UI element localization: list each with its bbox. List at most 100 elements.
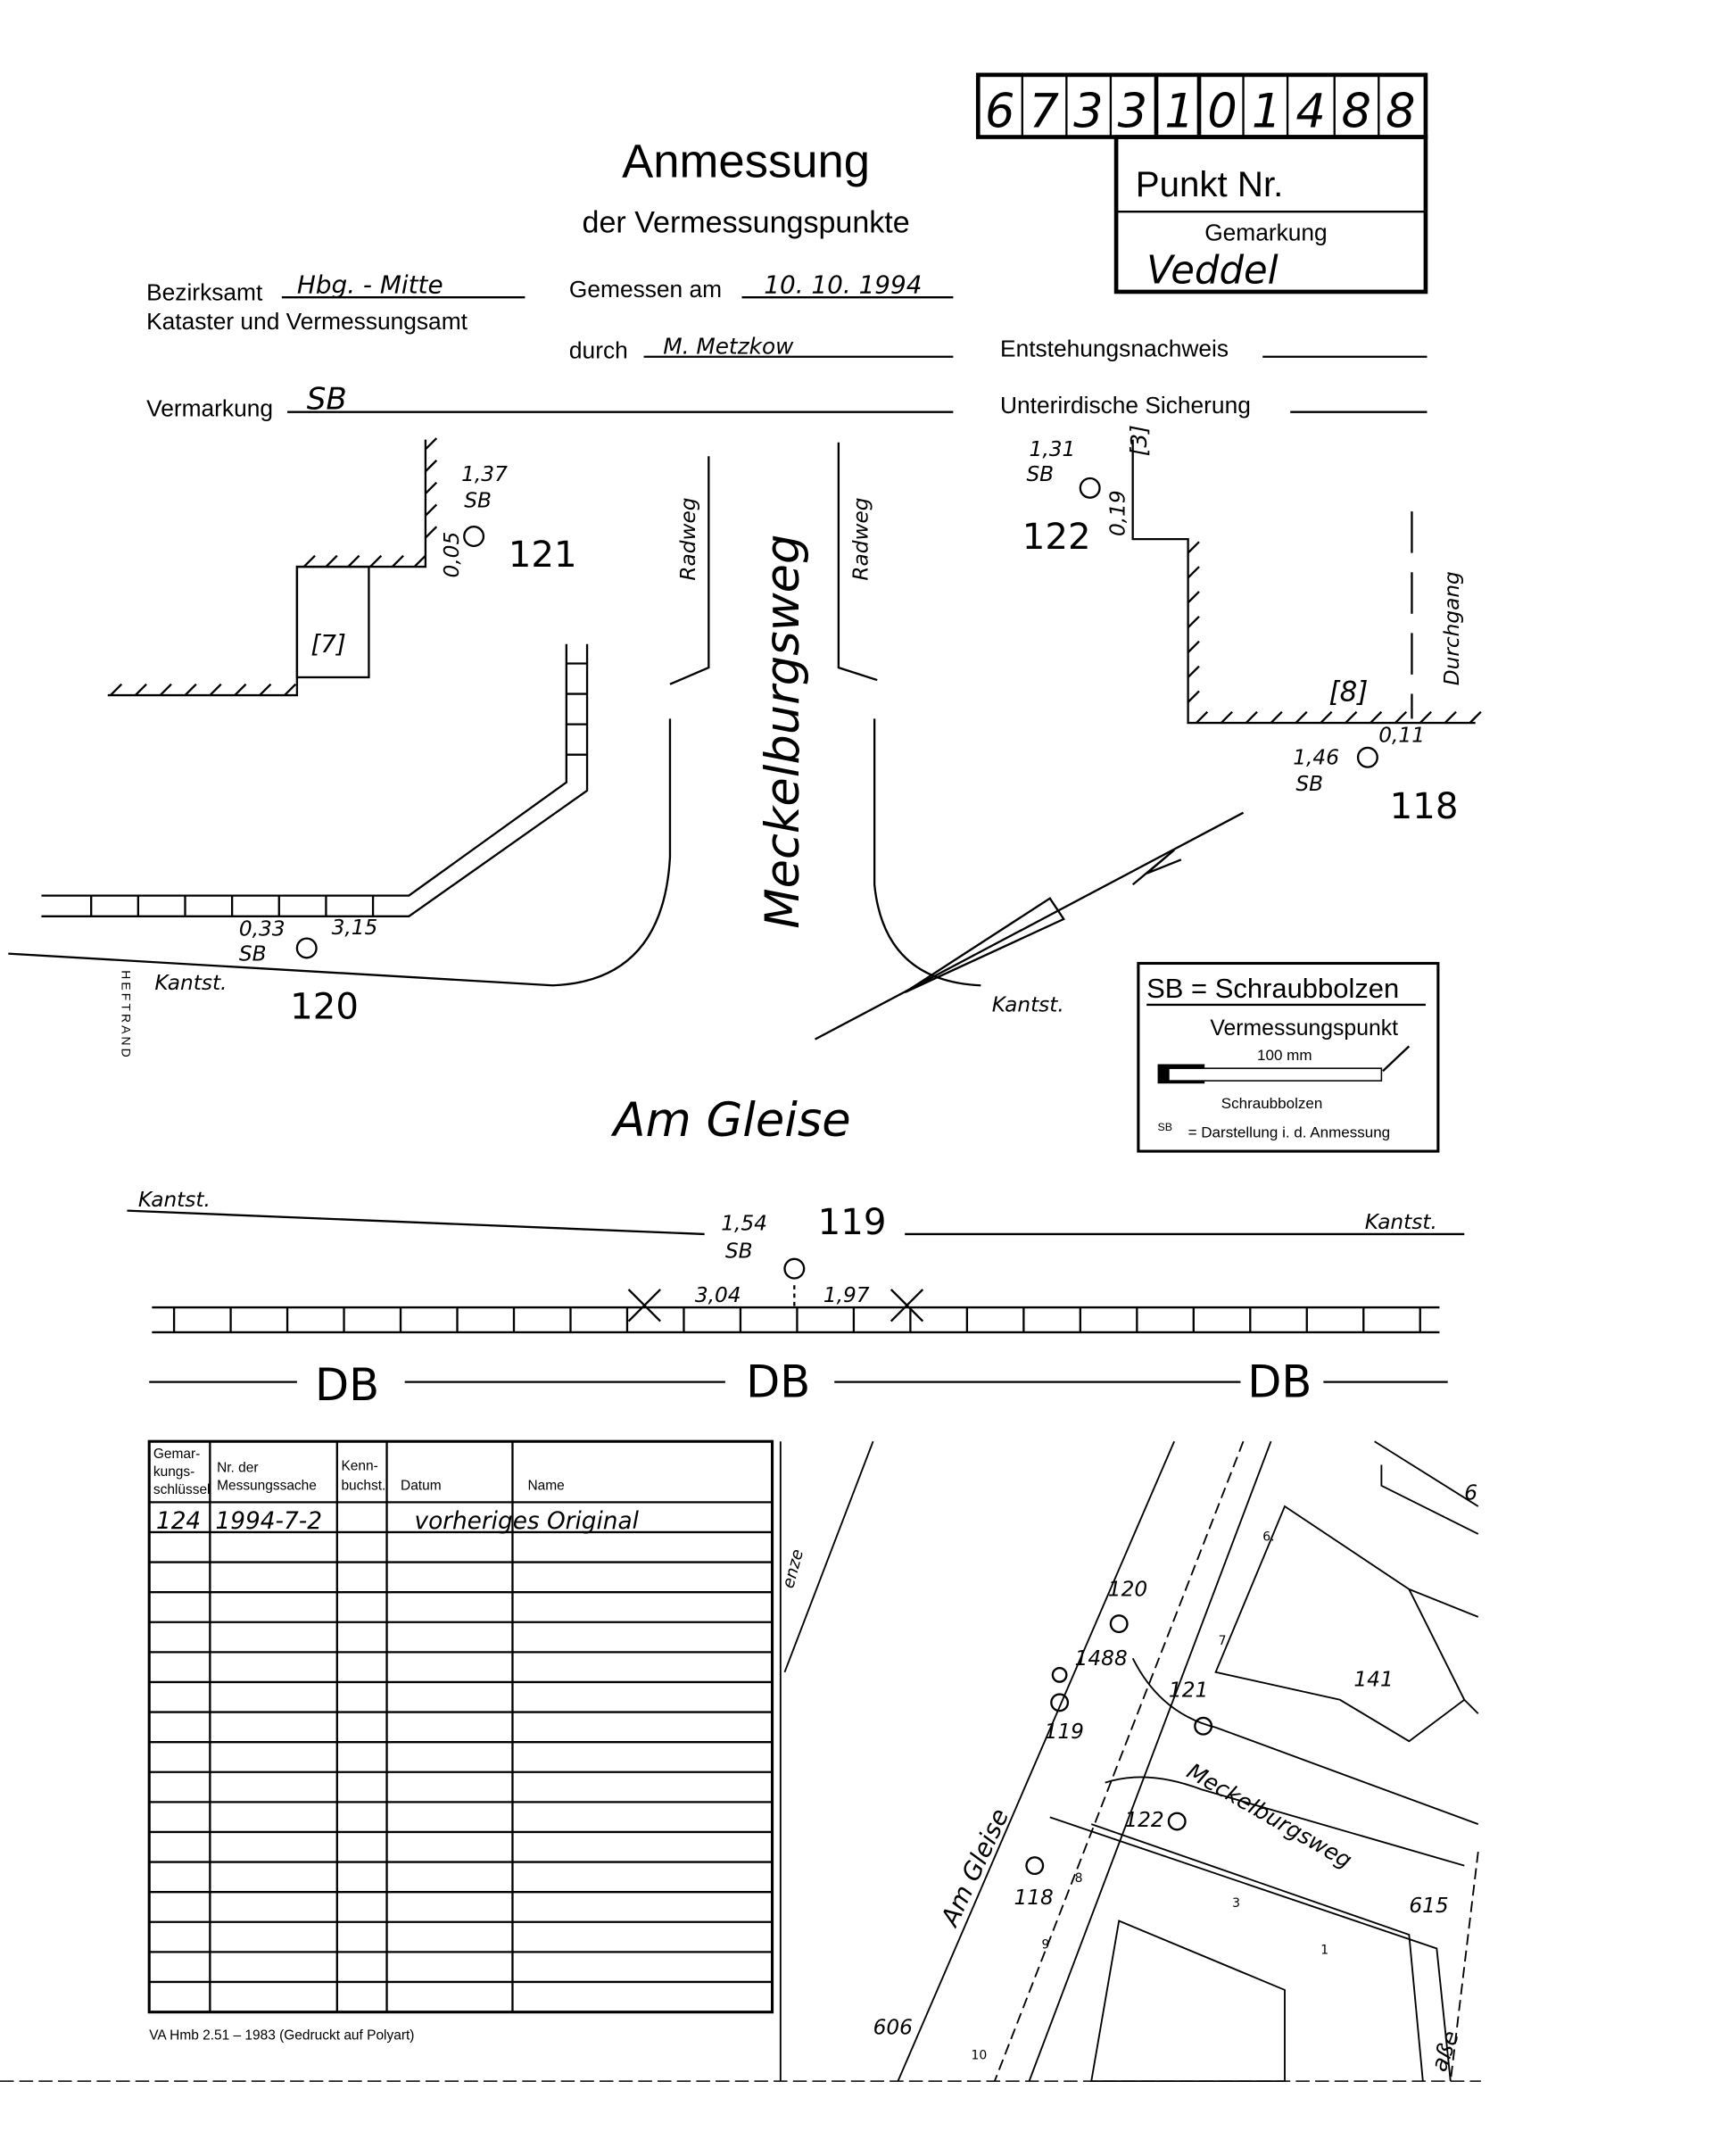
offset-121: 0,05 xyxy=(440,532,464,578)
db-label: DB xyxy=(746,1356,810,1408)
point-120: 120 xyxy=(290,986,359,1027)
street-meckelburgsweg: Meckelburgsweg xyxy=(756,535,810,929)
tick xyxy=(1419,710,1432,724)
db-label: DB xyxy=(1247,1356,1312,1408)
sb-119: SB xyxy=(725,1239,753,1263)
measure-119: 1,54 xyxy=(721,1211,767,1235)
map-141: 141 xyxy=(1353,1667,1393,1691)
tick xyxy=(1187,591,1200,604)
measure-122: 1,31 xyxy=(1030,437,1076,461)
kantst-lower-right: Kantst. xyxy=(1365,1210,1437,1234)
punkt-label: Punkt Nr. xyxy=(1136,164,1284,204)
map-house-number: 8 xyxy=(1075,1871,1083,1886)
header-nr-1: Nr. der xyxy=(217,1460,258,1475)
distance-119-b: 1,97 xyxy=(823,1283,870,1307)
measure-121: 1,37 xyxy=(461,462,508,486)
measure-120: 0,33 xyxy=(239,917,286,941)
tick xyxy=(425,526,438,539)
map-street-am-gleise: Am Gleise xyxy=(934,1804,1014,1932)
tick xyxy=(1345,710,1358,724)
legend-title: SB = Schraubbolzen xyxy=(1146,973,1399,1004)
tick xyxy=(1187,690,1200,703)
tick xyxy=(1270,710,1283,724)
map-house-number: 7 xyxy=(1219,1634,1227,1648)
tick xyxy=(1187,665,1200,678)
map-121: 121 xyxy=(1169,1679,1208,1703)
map-119: 119 xyxy=(1045,1720,1084,1744)
vermarkung-value: SB xyxy=(307,382,347,418)
cell-nr: 1994-7-2 xyxy=(216,1508,322,1535)
sketch-lines xyxy=(8,439,1476,1383)
digit: 3 xyxy=(1073,85,1103,139)
durch-signature: M. Metzkow xyxy=(663,334,794,360)
offset-118: 0,11 xyxy=(1378,724,1425,748)
tick xyxy=(234,683,247,696)
digit: 3 xyxy=(1118,85,1147,139)
legend-vermessungspunkt: Vermessungspunkt xyxy=(1210,1016,1398,1041)
page-subtitle: der Vermessungspunkte xyxy=(583,205,910,239)
building-8: [8] xyxy=(1329,676,1369,708)
vermarkung-label: Vermarkung xyxy=(146,394,273,421)
map-house-number: 6. xyxy=(1262,1530,1274,1545)
tick xyxy=(1444,710,1457,724)
digit: 0 xyxy=(1207,85,1237,139)
legend-sb: SB xyxy=(1158,1121,1173,1133)
gemarkung-value: Veddel xyxy=(1146,249,1279,294)
tick xyxy=(259,683,272,696)
kataster-label: Kataster und Vermessungsamt xyxy=(146,308,468,335)
tick xyxy=(1320,710,1333,724)
tick xyxy=(1245,710,1258,724)
page-title: Anmessung xyxy=(622,135,870,187)
map-118: 118 xyxy=(1014,1886,1054,1910)
point-118: 118 xyxy=(1390,786,1459,827)
records-table: Gemar- kungs- schlüssel Nr. der Messungs… xyxy=(147,1439,774,2014)
tick xyxy=(325,554,338,568)
header-gemarkung-3: schlüssel xyxy=(153,1482,211,1497)
tick xyxy=(284,683,297,696)
tick xyxy=(302,554,316,568)
db-label: DB xyxy=(315,1359,379,1411)
map-122: 122 xyxy=(1124,1808,1163,1832)
sicherung-label: Unterirdische Sicherung xyxy=(1000,392,1251,419)
tick xyxy=(425,460,438,473)
sb-122: SB xyxy=(1026,462,1054,486)
map-house-number: 9 xyxy=(1041,1937,1049,1952)
table-row: 124 1994-7-2 vorheriges Original xyxy=(156,1508,640,1535)
tick xyxy=(1196,710,1209,724)
radweg-left: Radweg xyxy=(676,497,700,580)
map-1488: 1488 xyxy=(1075,1646,1128,1671)
point-121: 121 xyxy=(509,535,577,576)
header-kenn-2: buchst. xyxy=(341,1478,385,1493)
building-3: [3] xyxy=(1126,425,1152,456)
tick xyxy=(1370,710,1383,724)
digit: 4 xyxy=(1295,85,1325,139)
form-footer: VA Hmb 2.51 – 1983 (Gedruckt auf Polyart… xyxy=(149,2028,414,2044)
sb-121: SB xyxy=(464,489,492,513)
gemarkung-label: Gemarkung xyxy=(1204,220,1327,246)
map-606: 606 xyxy=(873,2015,913,2039)
street-am-gleise: Am Gleise xyxy=(610,1093,850,1148)
digit: 6 xyxy=(985,85,1014,139)
tick xyxy=(1220,710,1233,724)
digit: 1 xyxy=(1252,85,1281,139)
distance-119-a: 3,04 xyxy=(695,1283,741,1307)
tick xyxy=(425,481,438,494)
map-house-number: 3 xyxy=(1232,1896,1240,1911)
tick xyxy=(369,554,383,568)
building-7: [7] xyxy=(310,629,345,659)
cell-gemarkung: 124 xyxy=(156,1508,201,1535)
tick xyxy=(134,683,147,696)
point-number-box: 6 7 3 3 1 0 1 4 8 8 Punkt Nr. Gemarkung … xyxy=(975,72,1428,294)
tick xyxy=(1187,640,1200,653)
map-street-grenze: enze xyxy=(779,1547,807,1590)
map-street-meckelburgsweg: Meckelburgsweg xyxy=(1183,1758,1357,1873)
bezirksamt-label: Bezirksamt xyxy=(146,278,263,305)
map-6: 6 xyxy=(1464,1480,1477,1505)
tick xyxy=(159,683,172,696)
sb-118: SB xyxy=(1295,772,1323,796)
point-122: 122 xyxy=(1022,517,1091,558)
tick xyxy=(1469,710,1482,724)
point-markers xyxy=(295,477,1378,1280)
map-street-strasse: aße xyxy=(1426,2027,1464,2075)
tick xyxy=(209,683,222,696)
